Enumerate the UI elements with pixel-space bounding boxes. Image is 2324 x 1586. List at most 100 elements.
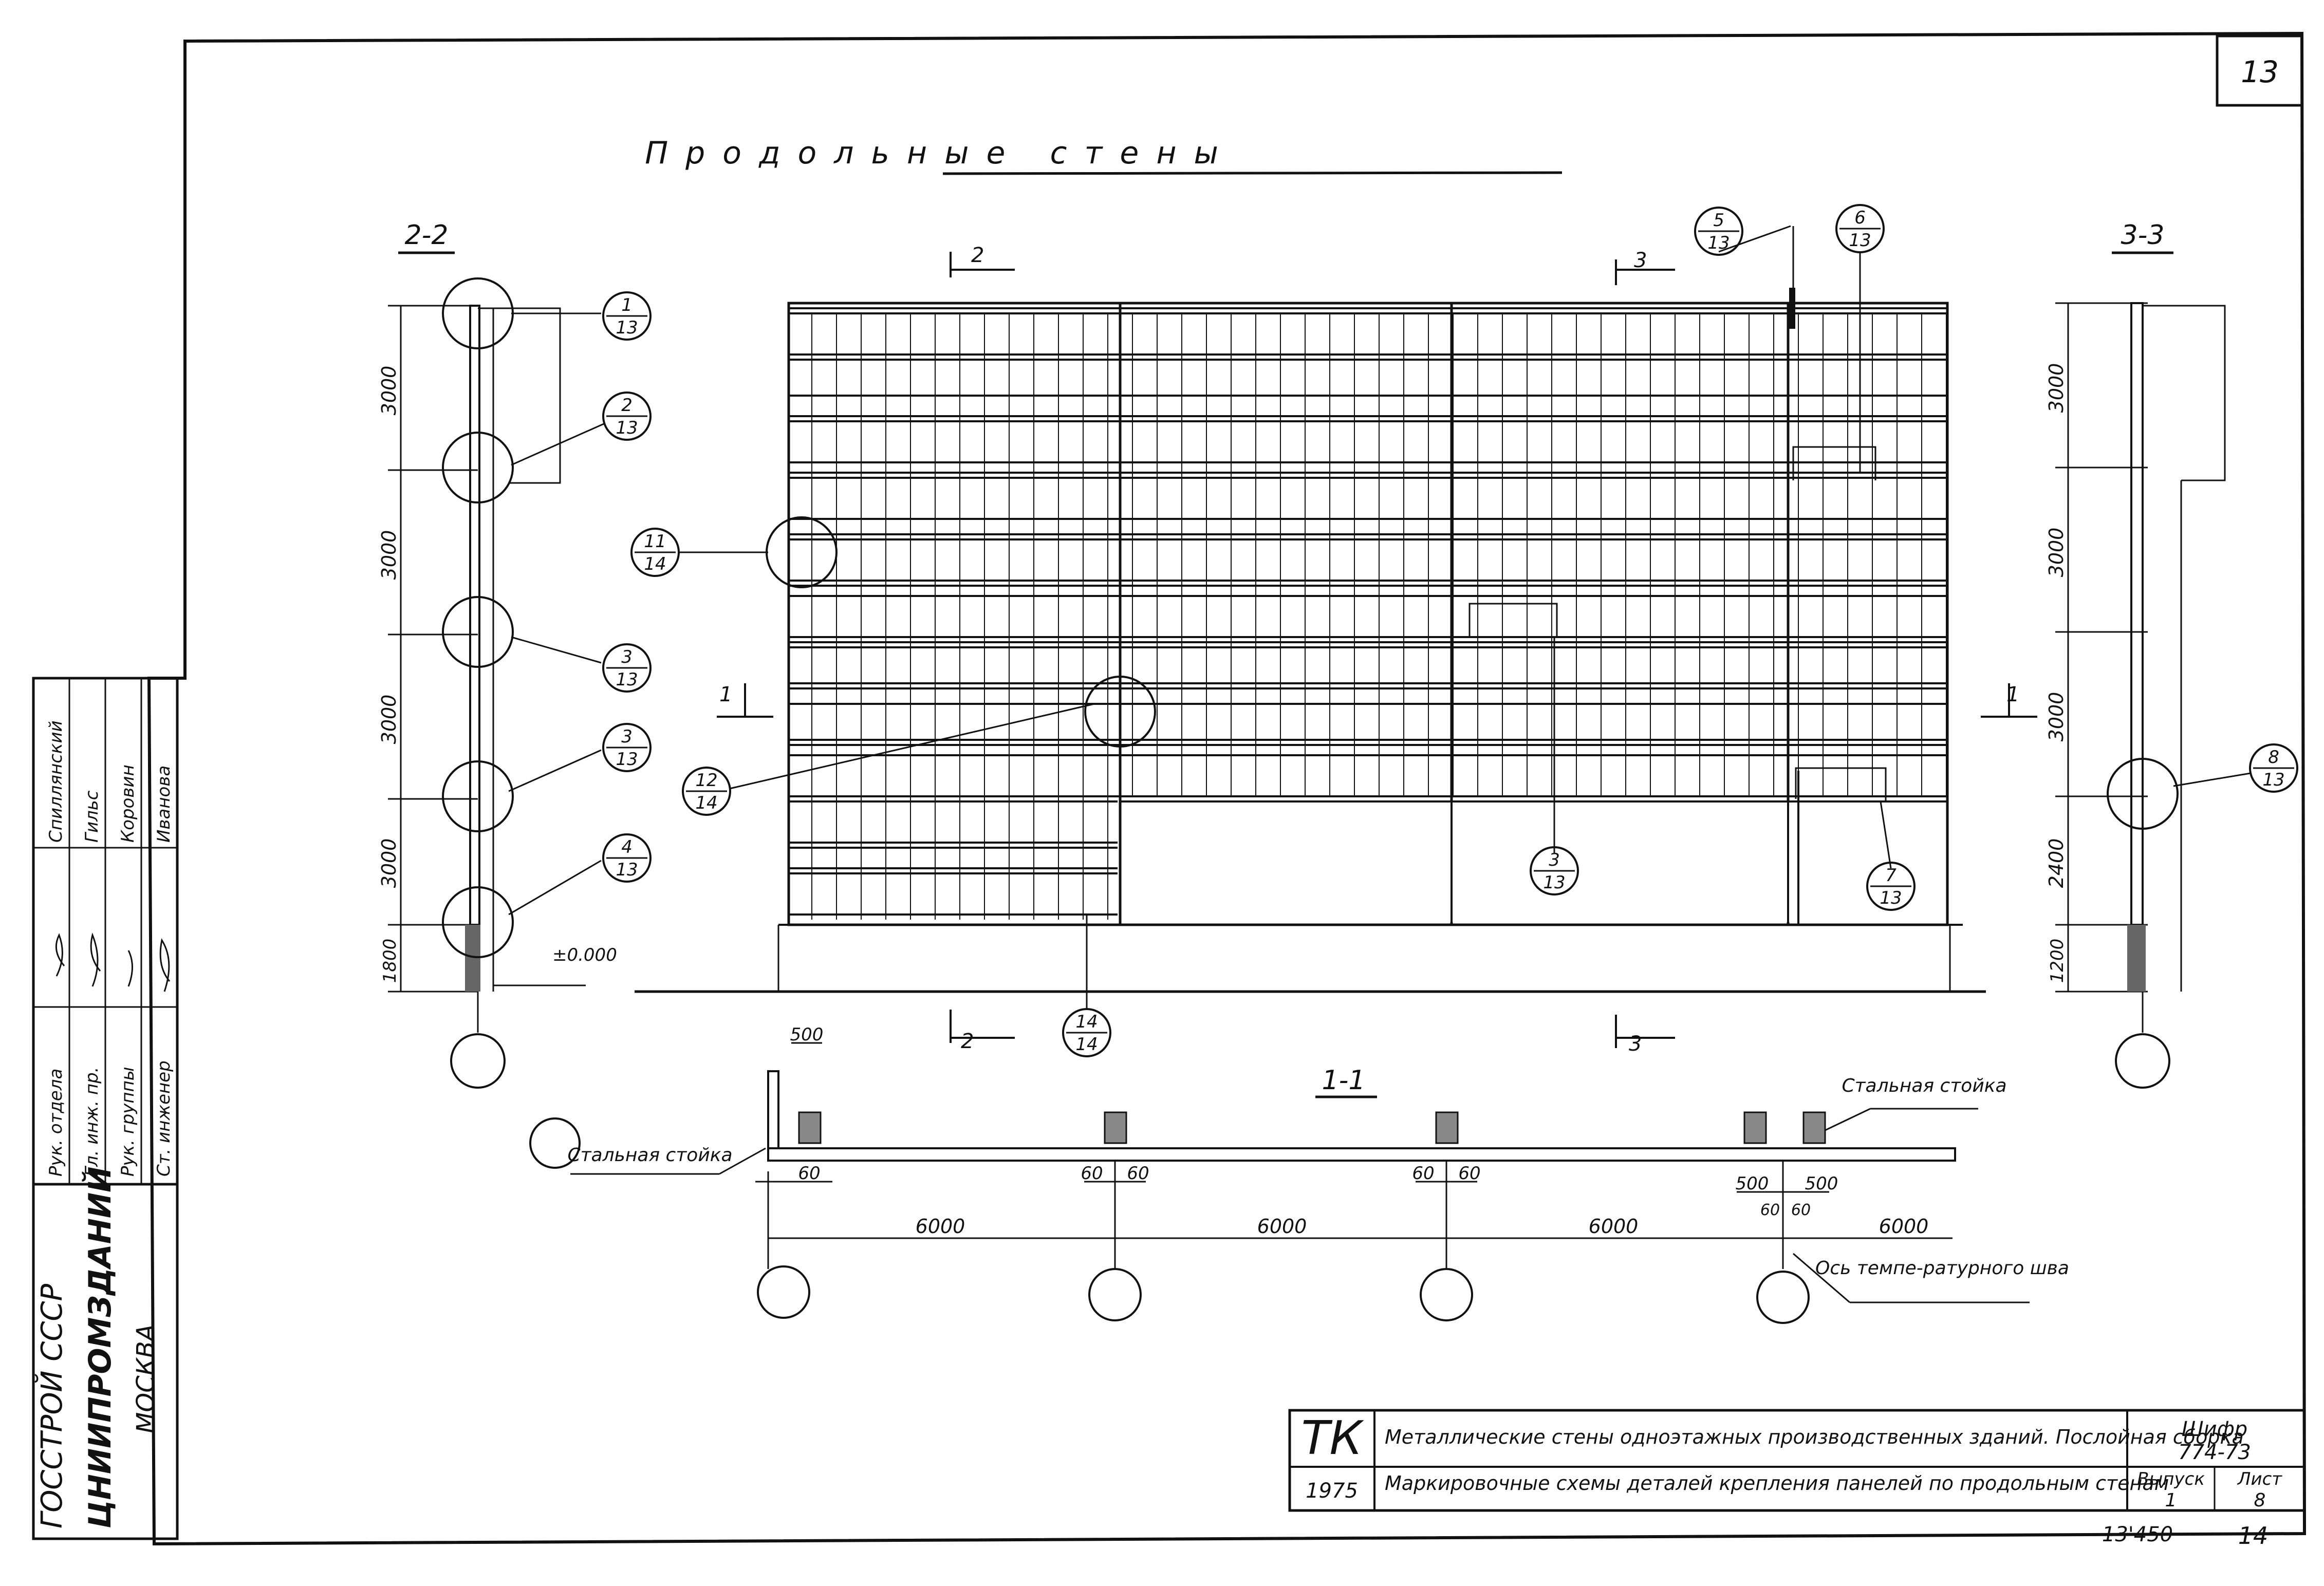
stamp-name-2: Гильс [82,790,102,843]
stamp-signatures [55,932,171,992]
svg-text:13: 13 [1849,230,1871,251]
svg-text:13: 13 [2262,770,2284,790]
elevation-panel-ribs [811,313,1947,920]
svg-text:3: 3 [1549,850,1560,870]
stamp-role-3: Рук. группы [118,1067,138,1177]
section-3-3: 3-3 3000 3000 3000 2400 1200 [2045,220,2251,1089]
callout-3-13-a: 3 13 [602,643,652,693]
elevation-circle-12 [1084,676,1156,748]
plan-offset-2: 60 [1081,1163,1103,1184]
section-2-2-label: 2-2 [405,220,449,251]
stamp-name-1: Спиллянский [46,720,66,843]
cut-mark-3-bottom: 3 [1629,1032,1642,1056]
svg-text:13: 13 [1707,233,1730,253]
cut-mark-1-right: 1 [2006,683,2019,706]
plan-offset-1: 60 [798,1163,820,1184]
elevation-opening [1123,801,1945,922]
stamp-institute: ЦНИИПРОМЗДАНИЙ [82,1167,118,1528]
plan-offset-4: 60 [1412,1163,1434,1184]
callout-4-13: 4 13 [602,833,652,883]
dim-2-2-4: 3000 [378,838,400,888]
title-year: 1975 [1306,1479,1358,1503]
svg-text:13: 13 [1543,872,1565,893]
section-3-3-plinth [2127,925,2146,992]
stamp-gosstroy: ГОССТРОЙ СССР [35,1283,69,1528]
plan-offset-6: 500 [1736,1173,1769,1194]
dim-3-3-4: 2400 [2045,838,2068,888]
svg-text:8: 8 [2268,747,2279,768]
section-2-2-dim-ticks [388,305,478,993]
approval-stamp: ГОССТРОЙ СССР ЦНИИПРОМЗДАНИЙ МОСКВА Рук.… [32,677,179,1540]
axis-bubble-2-2 [450,1033,506,1089]
plan-span-2: 6000 [1257,1215,1307,1238]
svg-text:12: 12 [695,770,717,791]
callout-11-14: 11 14 [630,528,680,577]
svg-text:6: 6 [1854,208,1866,228]
axis-bubble-3-3 [2115,1033,2170,1089]
section-2-2: 2-2 3000 3000 3000 3000 1800 [378,220,617,1089]
callout-14-14: 14 14 [1062,1008,1111,1057]
svg-text:13: 13 [616,669,638,690]
dim-2-2-3: 3000 [378,695,400,744]
callout-8-13: 8 13 [2249,743,2298,793]
callout-6-13: 6 13 [1835,204,1885,253]
dim-2-2-1: 3000 [378,366,400,416]
footer-code: 13'450 [2102,1523,2173,1546]
title-text-1: Металлические стены одноэтажных производ… [1385,1426,2244,1448]
drawing-title: Продольные стены [645,135,1236,171]
stamp-role-4: Ст. инженер [154,1060,174,1177]
plan-axis-bubbles [529,1117,1810,1324]
svg-text:3: 3 [621,726,633,747]
svg-text:13: 13 [1880,888,1902,908]
stamp-city: МОСКВА [132,1324,160,1433]
cut-mark-1-left: 1 [719,683,732,706]
cut-mark-2-top: 2 [971,244,984,267]
dim-3-3-2: 3000 [2045,528,2068,577]
svg-text:14: 14 [644,554,666,574]
wall-elevation: 2 3 2 3 1 1 [635,244,2037,1056]
svg-text:13: 13 [616,418,638,438]
plan-1-1: 1-1 500 60 60 60 60 60 [529,1024,2069,1324]
svg-text:11: 11 [644,531,666,552]
elevation-circle-11 [766,516,838,588]
sheet-label: Лист [2237,1469,2282,1489]
plan-offset-7: 500 [1805,1173,1838,1194]
svg-text:3: 3 [621,647,633,667]
callout-12-14: 12 14 [682,767,731,816]
plan-offset-9: 60 [1791,1201,1811,1219]
label-axis-joint: Ось темпе-ратурного шва [1815,1258,2069,1279]
cut-mark-3-top: 3 [1634,249,1647,272]
svg-text:13: 13 [616,860,638,880]
svg-text:13: 13 [616,318,638,338]
svg-text:1: 1 [621,295,633,315]
title-block: ТК 1975 Металлические стены одноэтажных … [1288,1409,2306,1512]
plan-offset-3: 60 [1127,1163,1149,1184]
title-logo: ТК [1302,1411,1365,1465]
section-2-2-plinth [465,925,480,992]
callout-3-13-c: 3 13 [1530,846,1579,895]
plan-dim-500-top: 500 [790,1024,824,1045]
section-2-2-detail-circles [442,277,514,958]
level-mark: ±0.000 [552,945,617,965]
cut-markers [717,252,2037,1048]
svg-text:14: 14 [1075,1034,1098,1055]
cipher-value: 774-73 [2178,1441,2251,1464]
plan-label: 1-1 [1322,1065,1366,1096]
stamp-role-2: Гл. инж. пр. [82,1067,102,1177]
svg-text:4: 4 [621,837,633,857]
plan-offset-5: 60 [1458,1163,1480,1184]
plan-wall [767,1147,1956,1162]
sheet-value: 8 [2254,1490,2266,1511]
elevation-leaders [678,225,1892,1010]
sheet-frame [147,31,2307,1546]
svg-text:5: 5 [1713,210,1724,231]
dim-3-3-5: 1200 [2047,939,2068,983]
cut-mark-2-bottom: 2 [961,1030,974,1053]
footer-page: 14 [2238,1522,2269,1550]
sheet-number: 13 [2241,54,2279,89]
cipher-label: Шифр [2182,1417,2247,1441]
label-steel-post-right: Стальная стойка [1842,1075,2006,1096]
elevation-node-5 [1789,288,1795,329]
dim-3-3-3: 3000 [2045,692,2068,742]
